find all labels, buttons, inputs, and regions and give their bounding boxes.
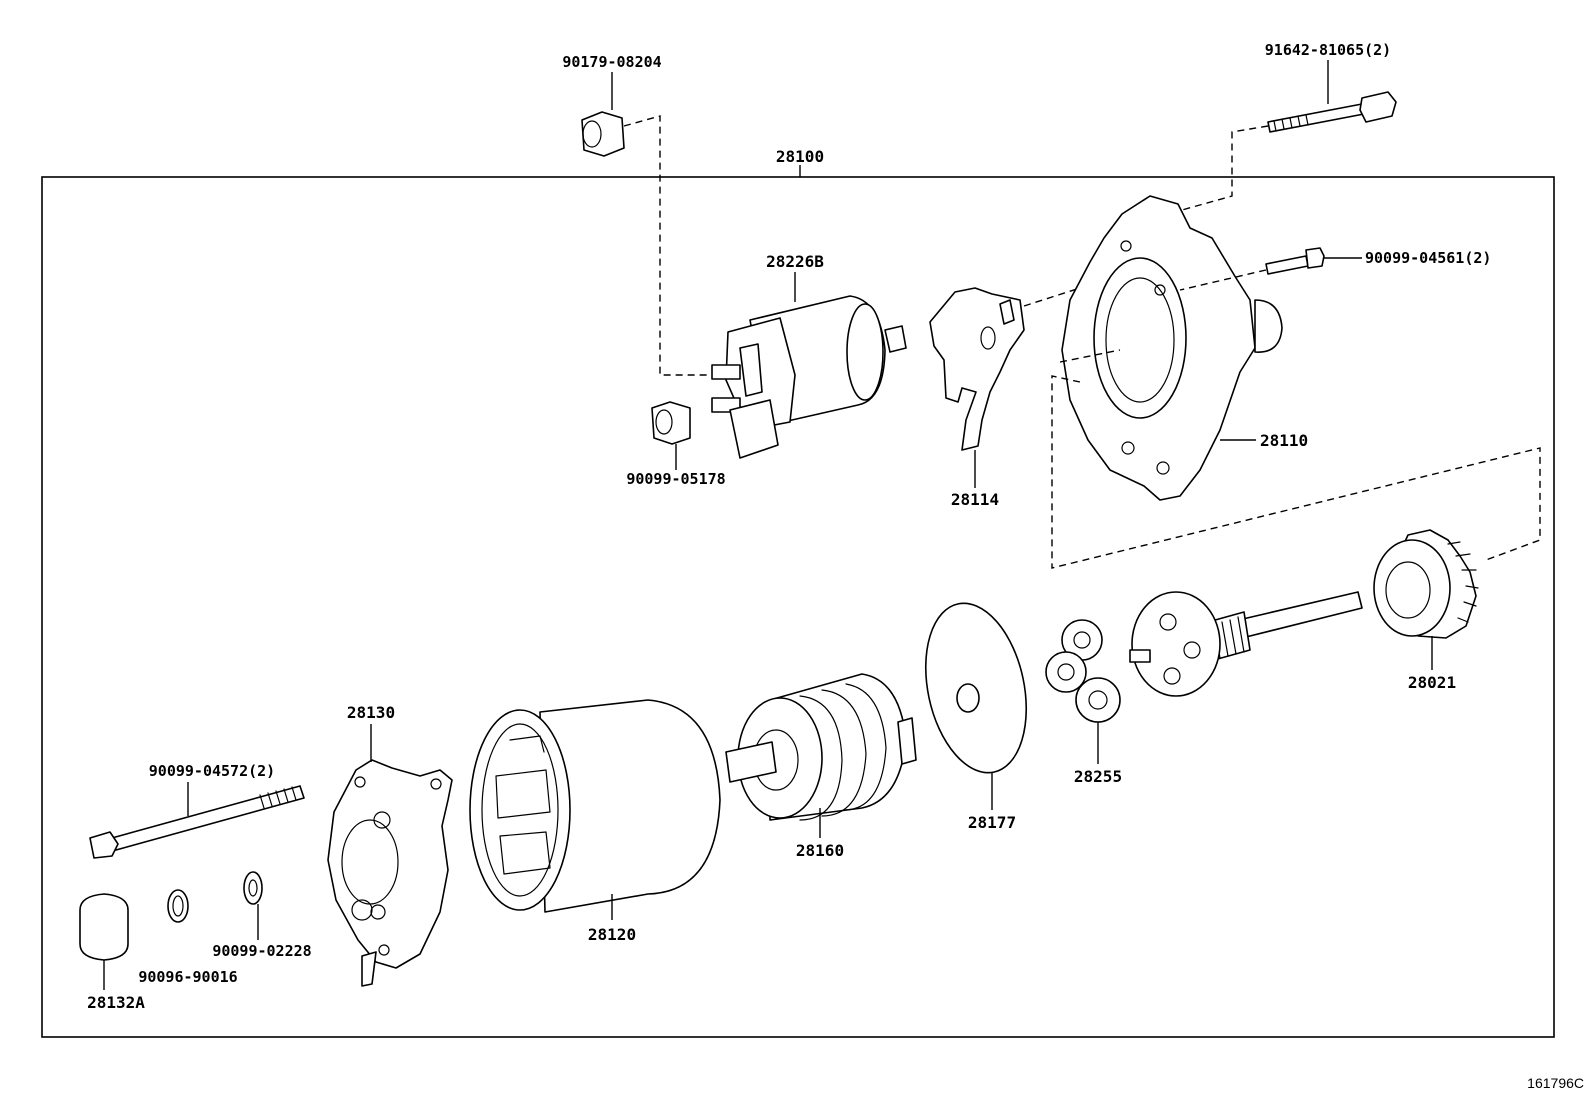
part-28114[interactable]: 28114 [929,287,1025,509]
dash-line-nut-top [623,115,720,376]
callout-28130: 28130 [347,703,395,722]
part-28021[interactable]: 28021 [1373,529,1479,692]
part-28120[interactable]: 28120 [469,699,721,944]
callout-28226B: 28226B [766,252,824,271]
dash-line-housing-inner [1059,349,1121,363]
dash-line-housing-bolt [1179,269,1267,291]
callout-28177: 28177 [968,813,1016,832]
figure-code: 161796C [1527,1075,1584,1091]
dash-line-alignment-box [1051,375,1541,569]
part-91642-81065[interactable]: 91642-81065(2) [1265,41,1397,133]
assembly-label: 28100 [776,147,824,166]
part-90099-04561[interactable]: 90099-04561(2) [1265,247,1491,275]
part-28160[interactable]: 28160 [725,673,917,860]
callout-90099-04561: 90099-04561(2) [1365,249,1491,267]
callout-28160: 28160 [796,841,844,860]
assembly-frame: 28100 [41,147,1555,1038]
part-28132A[interactable]: 28132A [79,893,145,1012]
callout-90099-05178: 90099-05178 [626,470,725,488]
part-output-shaft[interactable] [1129,591,1363,697]
dash-line-bolt-top [1181,125,1269,211]
callout-28110: 28110 [1260,431,1308,450]
part-90099-02228[interactable]: 90099-02228 [212,871,312,960]
callout-90099-02228: 90099-02228 [212,942,311,960]
part-90099-04572[interactable]: 90099-04572(2) [89,762,305,859]
part-90096-90016[interactable]: 90096-90016 [138,889,238,986]
callout-90099-04572: 90099-04572(2) [149,762,275,780]
part-28255[interactable]: 28255 [1045,619,1122,786]
callout-90179-08204: 90179-08204 [562,53,661,71]
part-28177[interactable]: 28177 [911,594,1041,832]
part-28130[interactable]: 28130 [327,703,453,987]
callout-90096-90016: 90096-90016 [138,968,237,986]
callout-91642-81065: 91642-81065(2) [1265,41,1391,59]
dash-line-lever [1023,287,1081,307]
part-28110[interactable]: 28110 [1061,195,1308,501]
callout-28114: 28114 [951,490,999,509]
part-90179-08204[interactable]: 90179-08204 [562,53,662,157]
part-90099-05178[interactable]: 90099-05178 [626,401,726,488]
callout-28132A: 28132A [87,993,145,1012]
callout-28120: 28120 [588,925,636,944]
callout-28021: 28021 [1408,673,1456,692]
callout-28255: 28255 [1074,767,1122,786]
part-28226B[interactable]: 28226B [711,252,907,459]
